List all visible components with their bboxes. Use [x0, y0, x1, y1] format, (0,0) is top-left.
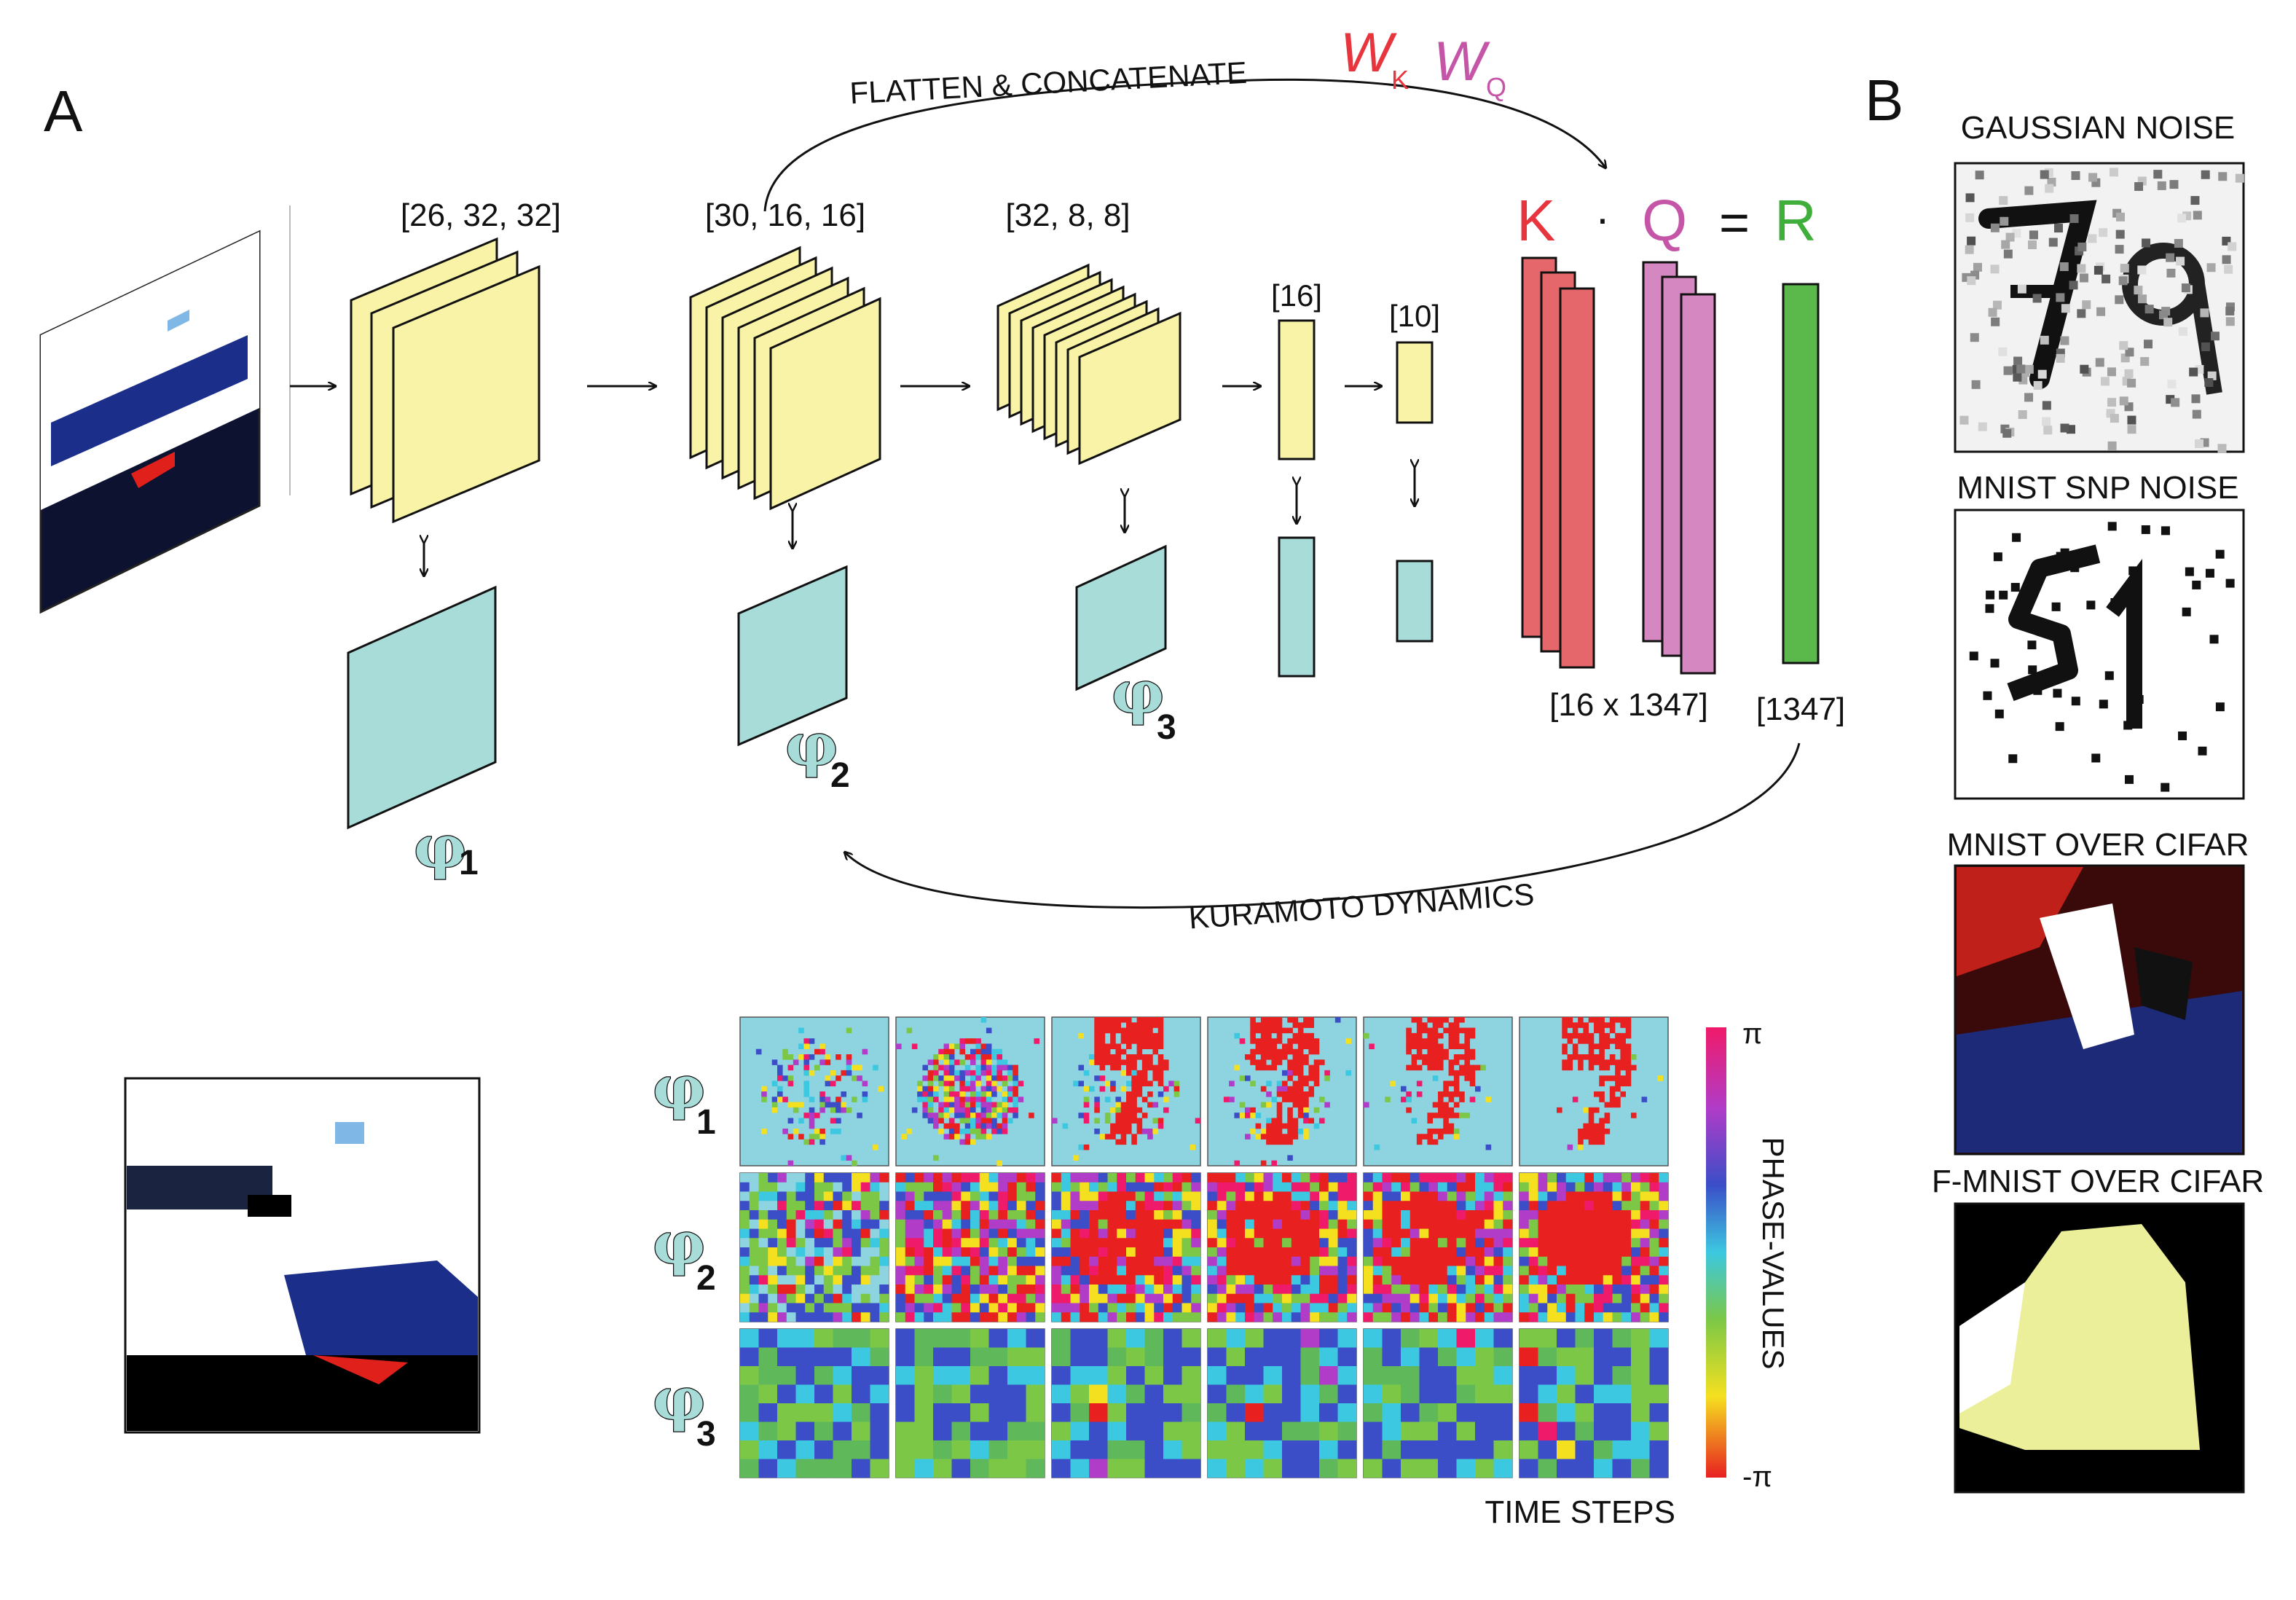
input-image-large — [124, 1077, 481, 1434]
kq-dimension: [16 x 1347] — [1549, 687, 1708, 723]
phase-map-3 — [1075, 544, 1167, 691]
svg-text:1: 1 — [696, 1103, 716, 1142]
colorbar-label: PHASE-VALUES — [1756, 1137, 1790, 1370]
flatten-arrow — [763, 78, 1605, 212]
grid-row-label-phi1: φ 1 — [652, 1052, 716, 1142]
svg-text:3: 3 — [696, 1415, 716, 1454]
svg-text:1: 1 — [459, 844, 479, 882]
svg-text:3: 3 — [1157, 708, 1176, 747]
panel-a-letter: A — [44, 79, 83, 144]
example-title-fmnist-cifar: F-MNIST OVER CIFAR — [1932, 1164, 2264, 1199]
grid-row-label-phi2: φ 2 — [652, 1208, 716, 1298]
layer1-feature-maps — [350, 237, 540, 524]
svg-text:Q: Q — [1486, 72, 1506, 102]
phi1-label: φ 1 — [413, 812, 479, 882]
wk-label: W K — [1340, 22, 1409, 95]
svg-text:2: 2 — [696, 1259, 716, 1298]
layer3-shape: [32, 8, 8] — [1005, 197, 1130, 233]
svg-text:φ: φ — [1112, 658, 1164, 726]
example-title-gaussian: GAUSSIAN NOISE — [1961, 110, 2236, 146]
kuramoto-arrow — [845, 742, 1801, 909]
svg-text:K: K — [1391, 65, 1409, 95]
colorbar-bottom: -π — [1742, 1461, 1772, 1493]
example-mnist-cifar-image — [1954, 864, 2245, 1156]
kuramoto-label: KURAMOTO DYNAMICS — [1187, 877, 1535, 936]
panel-b-letter: B — [1865, 68, 1903, 133]
input-image-skewed — [39, 230, 261, 614]
r-dimension: [1347] — [1756, 691, 1845, 727]
example-fmnist-cifar-image — [1954, 1202, 2245, 1494]
layer2-feature-maps — [689, 246, 881, 511]
eq-q: Q — [1642, 188, 1687, 253]
wq-label: W Q — [1434, 31, 1506, 102]
svg-text:φ: φ — [414, 812, 466, 881]
example-snp-image — [1954, 509, 2245, 800]
example-title-mnist-cifar: MNIST OVER CIFAR — [1947, 827, 2249, 863]
example-gaussian-image — [1954, 162, 2245, 453]
dense16-layer — [1278, 319, 1316, 460]
svg-text:W: W — [1434, 31, 1490, 93]
dense10-layer — [1396, 341, 1434, 424]
eq-r: R — [1774, 188, 1817, 253]
svg-text:φ: φ — [653, 1053, 705, 1121]
eq-k: K — [1517, 188, 1555, 253]
flatten-label: FLATTEN & CONCATENATE — [849, 55, 1248, 111]
phi3-label: φ 3 — [1111, 657, 1176, 747]
svg-text:φ: φ — [653, 1365, 705, 1433]
q-matrix — [1642, 261, 1716, 675]
eq-equals: = — [1719, 194, 1750, 252]
grid-row-label-phi3: φ 3 — [652, 1364, 716, 1454]
svg-text:φ: φ — [785, 710, 838, 779]
svg-text:φ: φ — [653, 1209, 705, 1277]
phi2-label: φ 2 — [785, 710, 850, 795]
k-matrix — [1521, 256, 1595, 669]
layer3-feature-maps — [996, 263, 1182, 466]
phase-map-2 — [737, 565, 848, 747]
phase-evolution-grids — [739, 1016, 1669, 1478]
colorbar-top: π — [1742, 1018, 1763, 1050]
dense16-shape: [16] — [1271, 278, 1322, 313]
example-title-snp: MNIST SNP NOISE — [1957, 470, 2238, 506]
svg-text:2: 2 — [830, 756, 850, 795]
time-steps-label: TIME STEPS — [1485, 1494, 1675, 1530]
phase-dense16 — [1278, 536, 1316, 678]
phase-map-1 — [347, 585, 497, 830]
svg-text:W: W — [1340, 22, 1397, 84]
layer1-shape: [26, 32, 32] — [401, 197, 561, 233]
eq-dot: · — [1595, 194, 1610, 243]
phase-colorbar — [1706, 1027, 1726, 1478]
dense10-shape: [10] — [1389, 299, 1440, 333]
phase-dense10 — [1396, 560, 1434, 643]
r-vector — [1782, 283, 1820, 664]
coupling-arrows — [424, 466, 1415, 576]
layer2-shape: [30, 16, 16] — [705, 197, 865, 233]
